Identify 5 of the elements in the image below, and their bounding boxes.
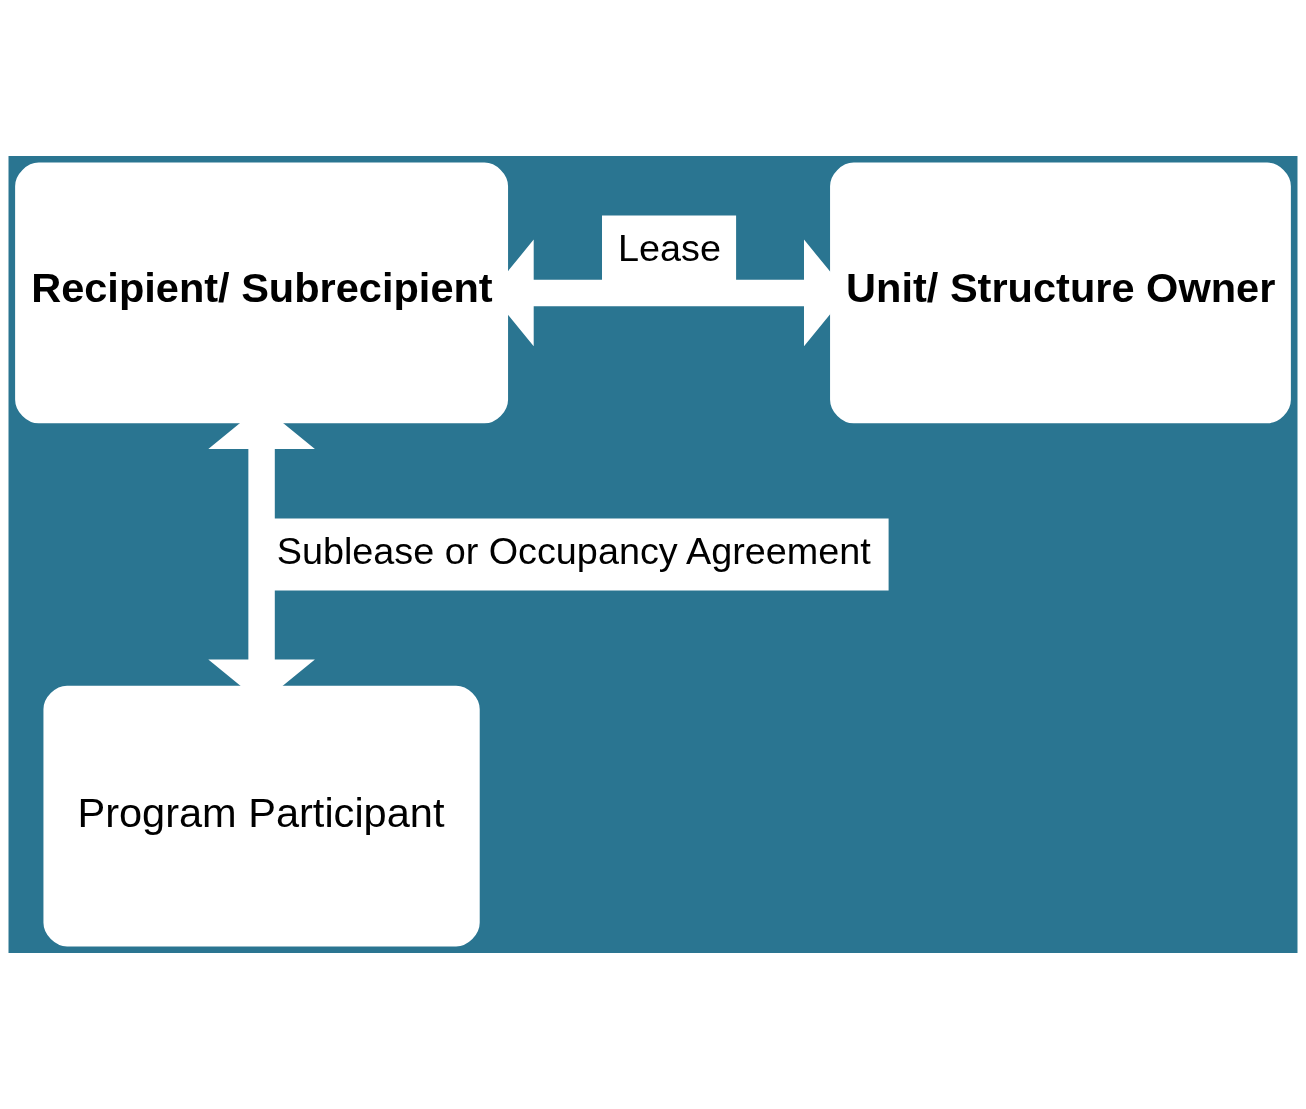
- edge-label: Sublease or Occupancy Agreement: [276, 529, 871, 572]
- node-box: Recipient/ Subrecipient: [15, 162, 509, 424]
- node-box: Unit/ Structure Owner: [830, 162, 1291, 424]
- node-box: Program Participant: [43, 685, 480, 947]
- edge-label: Lease: [618, 226, 721, 269]
